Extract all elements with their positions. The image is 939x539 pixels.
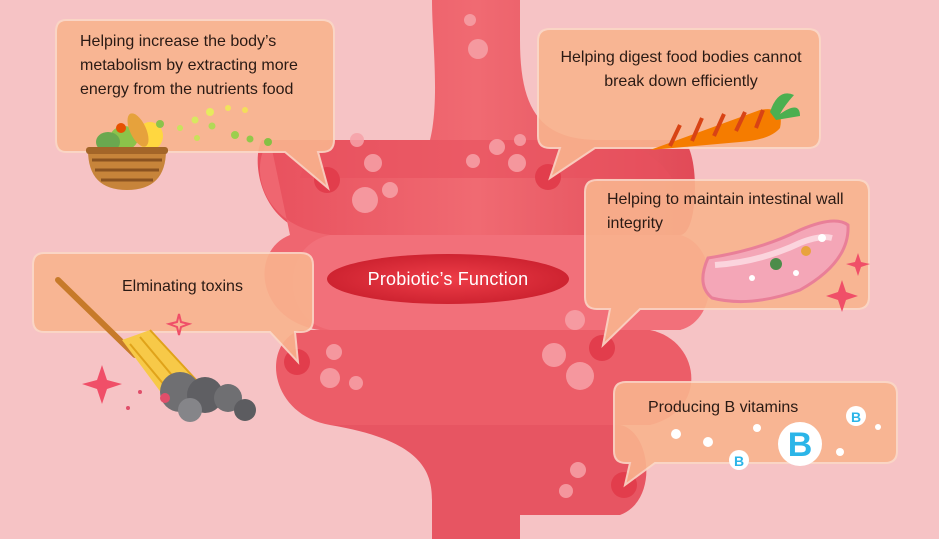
intestinal-wall-icon — [701, 219, 850, 304]
vitamin-b-large-letter: B — [788, 426, 813, 464]
intestine-spots — [320, 14, 594, 498]
broom-icon — [55, 277, 256, 422]
center-label-ellipse — [327, 254, 569, 304]
function-intestinal-wall-text: Helping to maintain intestinal wall inte… — [607, 191, 844, 232]
vitamin-b-small-letter: B — [734, 453, 744, 469]
vitamin-b-icon: B B B — [671, 406, 881, 470]
function-vitamins-text: Producing B vitamins — [648, 399, 799, 416]
function-toxins-text: Elminating toxins — [122, 278, 243, 295]
nutrient-dots-decoration — [177, 105, 272, 146]
sparkle-icons — [82, 253, 870, 404]
diagram-title: Probiotic’s Function — [367, 268, 529, 289]
fruit-basket-icon — [86, 113, 168, 190]
bubble-vitamins — [613, 381, 898, 488]
function-metabolism-text: Helping increase the body’s metabolism b… — [80, 33, 298, 98]
bubble-toxins — [32, 252, 314, 365]
vitamin-b-small-letter: B — [851, 409, 861, 425]
function-digest-text: Helping digest food bodies cannot break … — [560, 49, 802, 90]
carrot-icon — [650, 93, 800, 150]
